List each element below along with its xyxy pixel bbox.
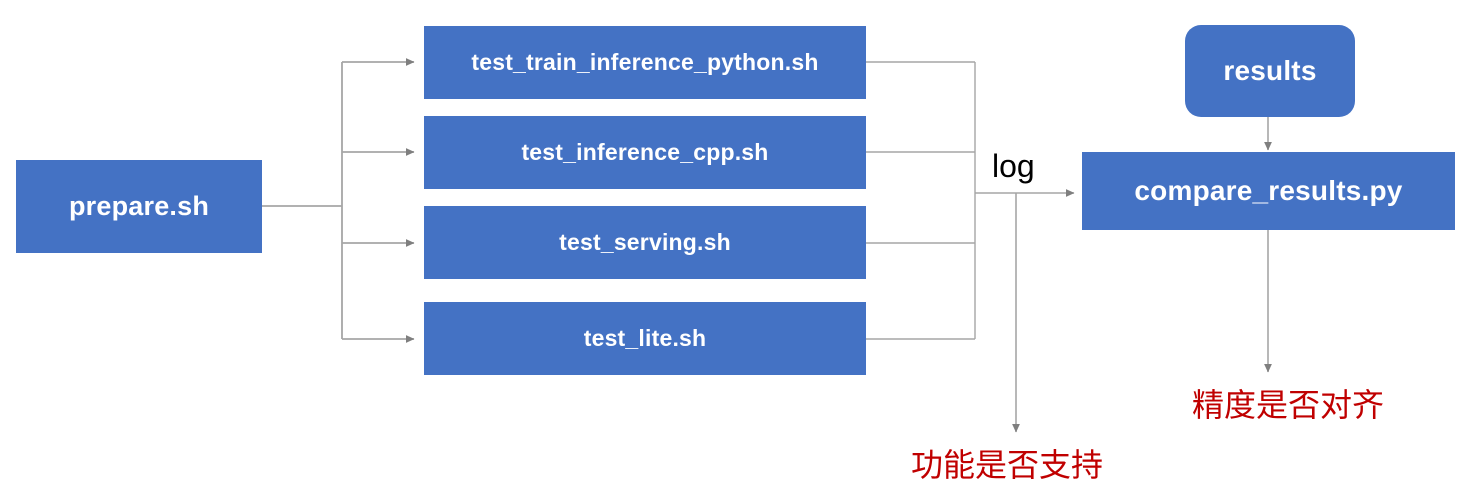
node-test-train-inference-python-sh[interactable]: test_train_inference_python.sh	[424, 26, 866, 99]
node-test-inference-cpp-sh-label: test_inference_cpp.sh	[521, 138, 769, 165]
node-test-inference-cpp-sh[interactable]: test_inference_cpp.sh	[424, 116, 866, 189]
note-function-supported: 功能是否支持	[911, 440, 1103, 486]
node-results-label: results	[1223, 54, 1317, 86]
note-precision-aligned-text: 精度是否对齐	[1192, 386, 1385, 424]
node-prepare-sh-label: prepare.sh	[68, 190, 210, 221]
node-test-train-inference-python-sh-label: test_train_inference_python.sh	[471, 48, 819, 75]
node-prepare-sh[interactable]: prepare.sh	[16, 160, 262, 253]
node-compare-results-py[interactable]: compare_results.py	[1082, 152, 1455, 230]
note-precision-aligned: 精度是否对齐	[1192, 380, 1384, 426]
edge-tests-merge-trunk	[866, 61, 976, 340]
node-test-serving-sh[interactable]: test_serving.sh	[424, 206, 866, 279]
node-test-lite-sh[interactable]: test_lite.sh	[424, 302, 866, 375]
edge-label-log-text: log	[992, 148, 1035, 184]
node-results[interactable]: results	[1185, 25, 1355, 117]
edge-prepare-to-trunk	[262, 62, 343, 339]
node-test-serving-sh-label: test_serving.sh	[559, 228, 731, 255]
node-compare-results-py-label: compare_results.py	[1134, 174, 1403, 206]
edge-label-log: log	[992, 148, 1035, 185]
node-test-lite-sh-label: test_lite.sh	[583, 324, 707, 351]
note-function-supported-text: 功能是否支持	[911, 446, 1104, 484]
